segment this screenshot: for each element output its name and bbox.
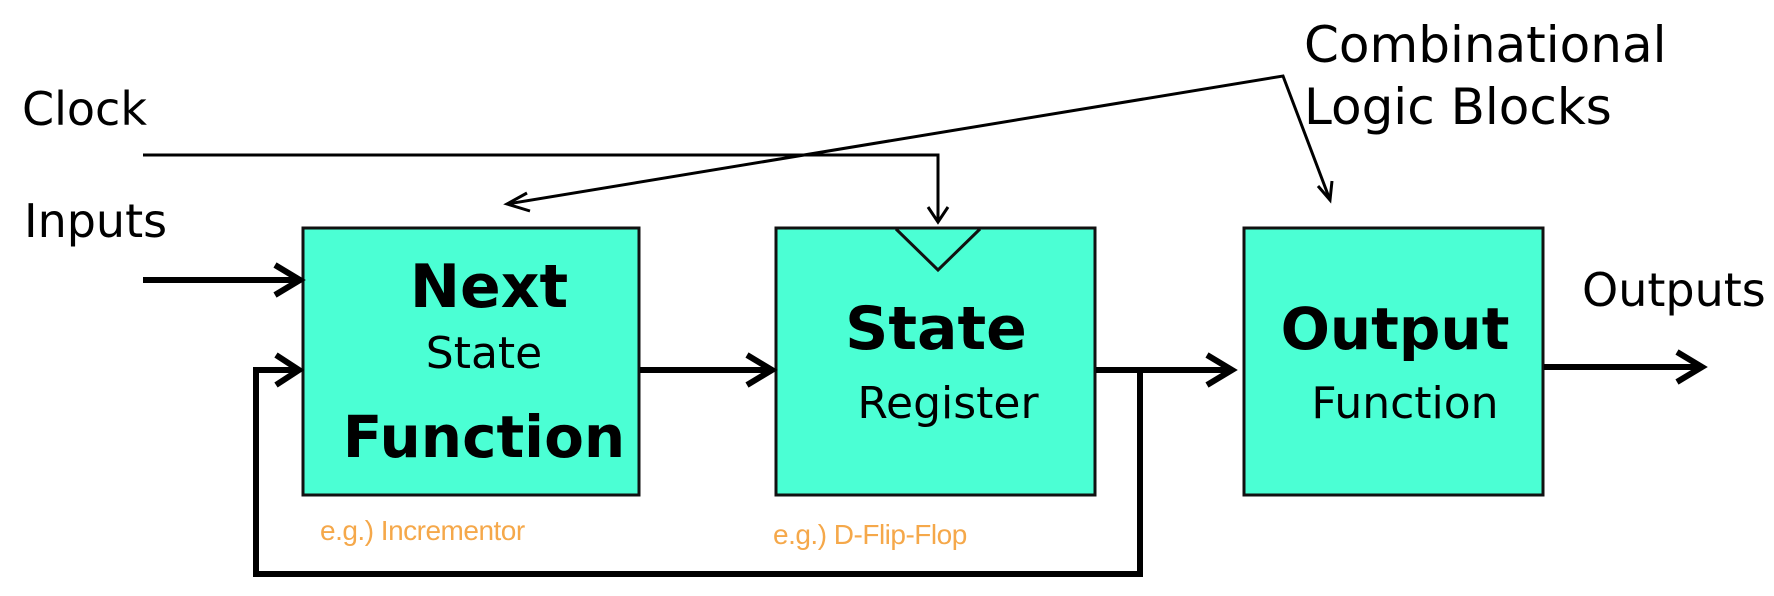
output-title-output: Output (1281, 295, 1510, 363)
next-state-title-function: Function (343, 403, 625, 471)
combinational-label-line2: Logic Blocks (1304, 78, 1612, 136)
clock-label: Clock (22, 82, 147, 136)
pointer-arrow-head-left (503, 191, 531, 213)
outputs-arrow-head (1675, 349, 1708, 385)
state-register-title-state: State (845, 294, 1027, 364)
state-to-output-arrow-head (1205, 352, 1238, 388)
next-state-title-next: Next (410, 252, 568, 322)
inputs-label: Inputs (24, 194, 167, 248)
state-register-example-note: e.g.) D-Flip-Flop (773, 519, 967, 550)
clock-line (143, 153, 940, 222)
output-function-block (1242, 226, 1545, 497)
feedback-loop (253, 367, 1143, 577)
outputs-label: Outputs (1582, 263, 1766, 317)
next-state-title-state: State (426, 328, 542, 379)
clock-triangle-icon (894, 227, 982, 273)
output-title-function: Function (1311, 378, 1498, 429)
state-register-block (774, 226, 1097, 497)
combinational-label-line1: Combinational (1304, 16, 1666, 74)
next-state-example-note: e.g.) Incrementor (320, 515, 525, 546)
clock-arrow-head (926, 206, 950, 225)
feedback-arrow-head (274, 352, 305, 388)
next-state-function-block (301, 226, 641, 497)
pointer-arrow-head-right (1316, 180, 1334, 204)
combinational-pointer-line (506, 74, 1332, 206)
state-register-title-register: Register (857, 378, 1039, 429)
inputs-arrow-head (273, 262, 306, 298)
next-to-state-arrow-head (745, 352, 778, 388)
